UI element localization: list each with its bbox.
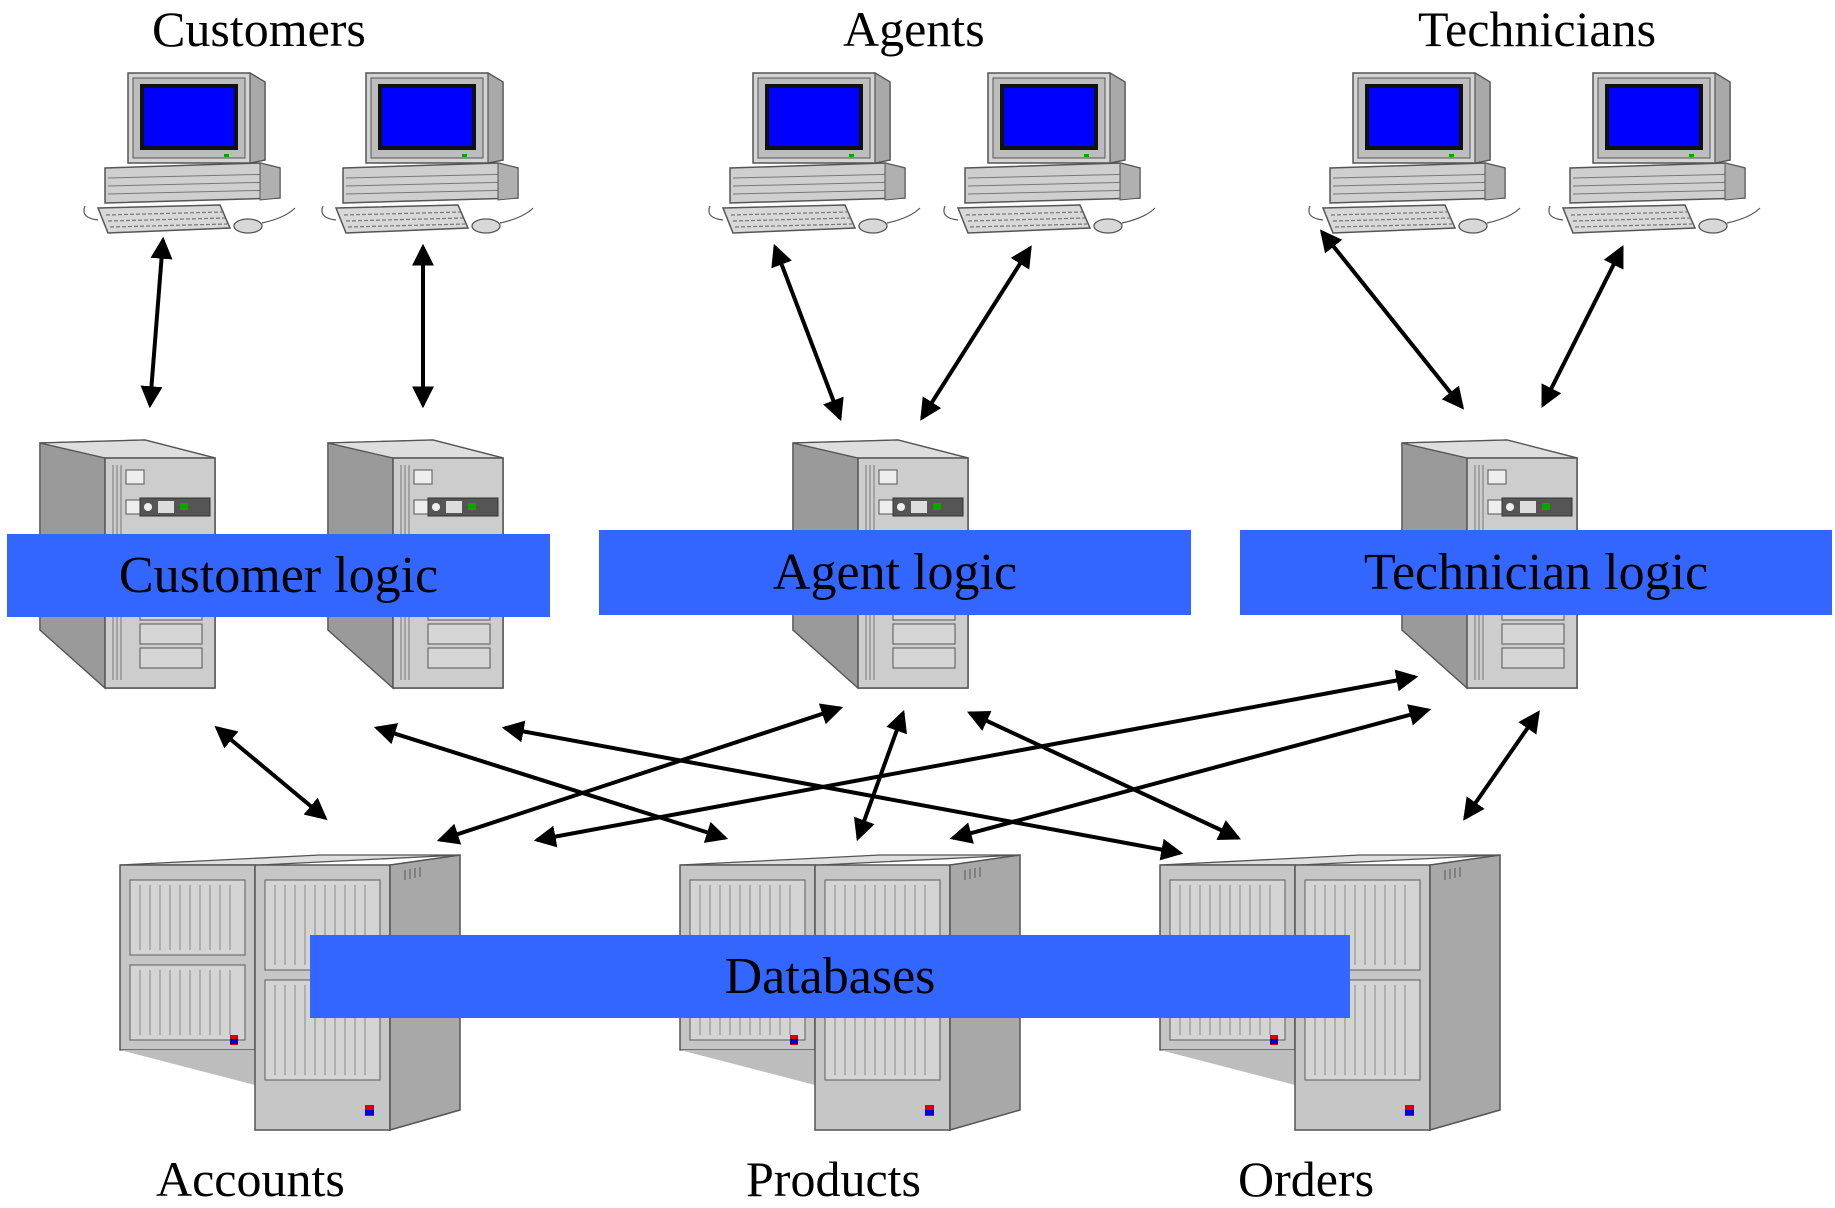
agent-workstation-2-icon bbox=[943, 72, 1156, 234]
arrow-customer-accounts bbox=[214, 725, 328, 821]
databases-bar: Databases bbox=[310, 935, 1350, 1018]
arrow-customer-products bbox=[373, 723, 729, 843]
databases-label: Databases bbox=[724, 948, 936, 1005]
agent-workstation-1-icon bbox=[708, 72, 921, 234]
technician-workstation-1-icon bbox=[1308, 72, 1521, 234]
customer-workstation-1-icon bbox=[83, 72, 296, 234]
arrow-agent1-logic bbox=[771, 243, 844, 422]
arrow-technician2-logic bbox=[1541, 245, 1624, 408]
arrow-technician1-logic bbox=[1319, 229, 1465, 410]
header-agents: Agents bbox=[843, 1, 985, 57]
customer-logic-label: Customer logic bbox=[118, 547, 439, 604]
db-label-accounts: Accounts bbox=[156, 1151, 345, 1207]
customer-workstation-2-icon bbox=[321, 72, 534, 234]
arrows-layer bbox=[140, 229, 1624, 861]
db-label-orders: Orders bbox=[1238, 1151, 1375, 1207]
agent-logic-bar: Agent logic bbox=[599, 530, 1191, 615]
db-label-products: Products bbox=[746, 1151, 921, 1207]
technician-workstation-2-icon bbox=[1548, 72, 1761, 234]
arrow-customer-orders bbox=[501, 720, 1184, 861]
arrow-agent-orders bbox=[967, 710, 1241, 841]
arrow-technician-products bbox=[949, 704, 1432, 844]
arrow-customer1-logic bbox=[140, 236, 173, 409]
arrow-technician-orders bbox=[1463, 710, 1540, 821]
customer-logic-bar: Customer logic bbox=[7, 534, 550, 617]
header-customers: Customers bbox=[152, 1, 366, 57]
technician-logic-label: Technician logic bbox=[1363, 544, 1709, 601]
header-technicians: Technicians bbox=[1418, 1, 1657, 57]
arrow-agent2-logic bbox=[920, 245, 1032, 421]
agent-logic-label: Agent logic bbox=[772, 544, 1018, 601]
technician-logic-bar: Technician logic bbox=[1240, 530, 1832, 615]
